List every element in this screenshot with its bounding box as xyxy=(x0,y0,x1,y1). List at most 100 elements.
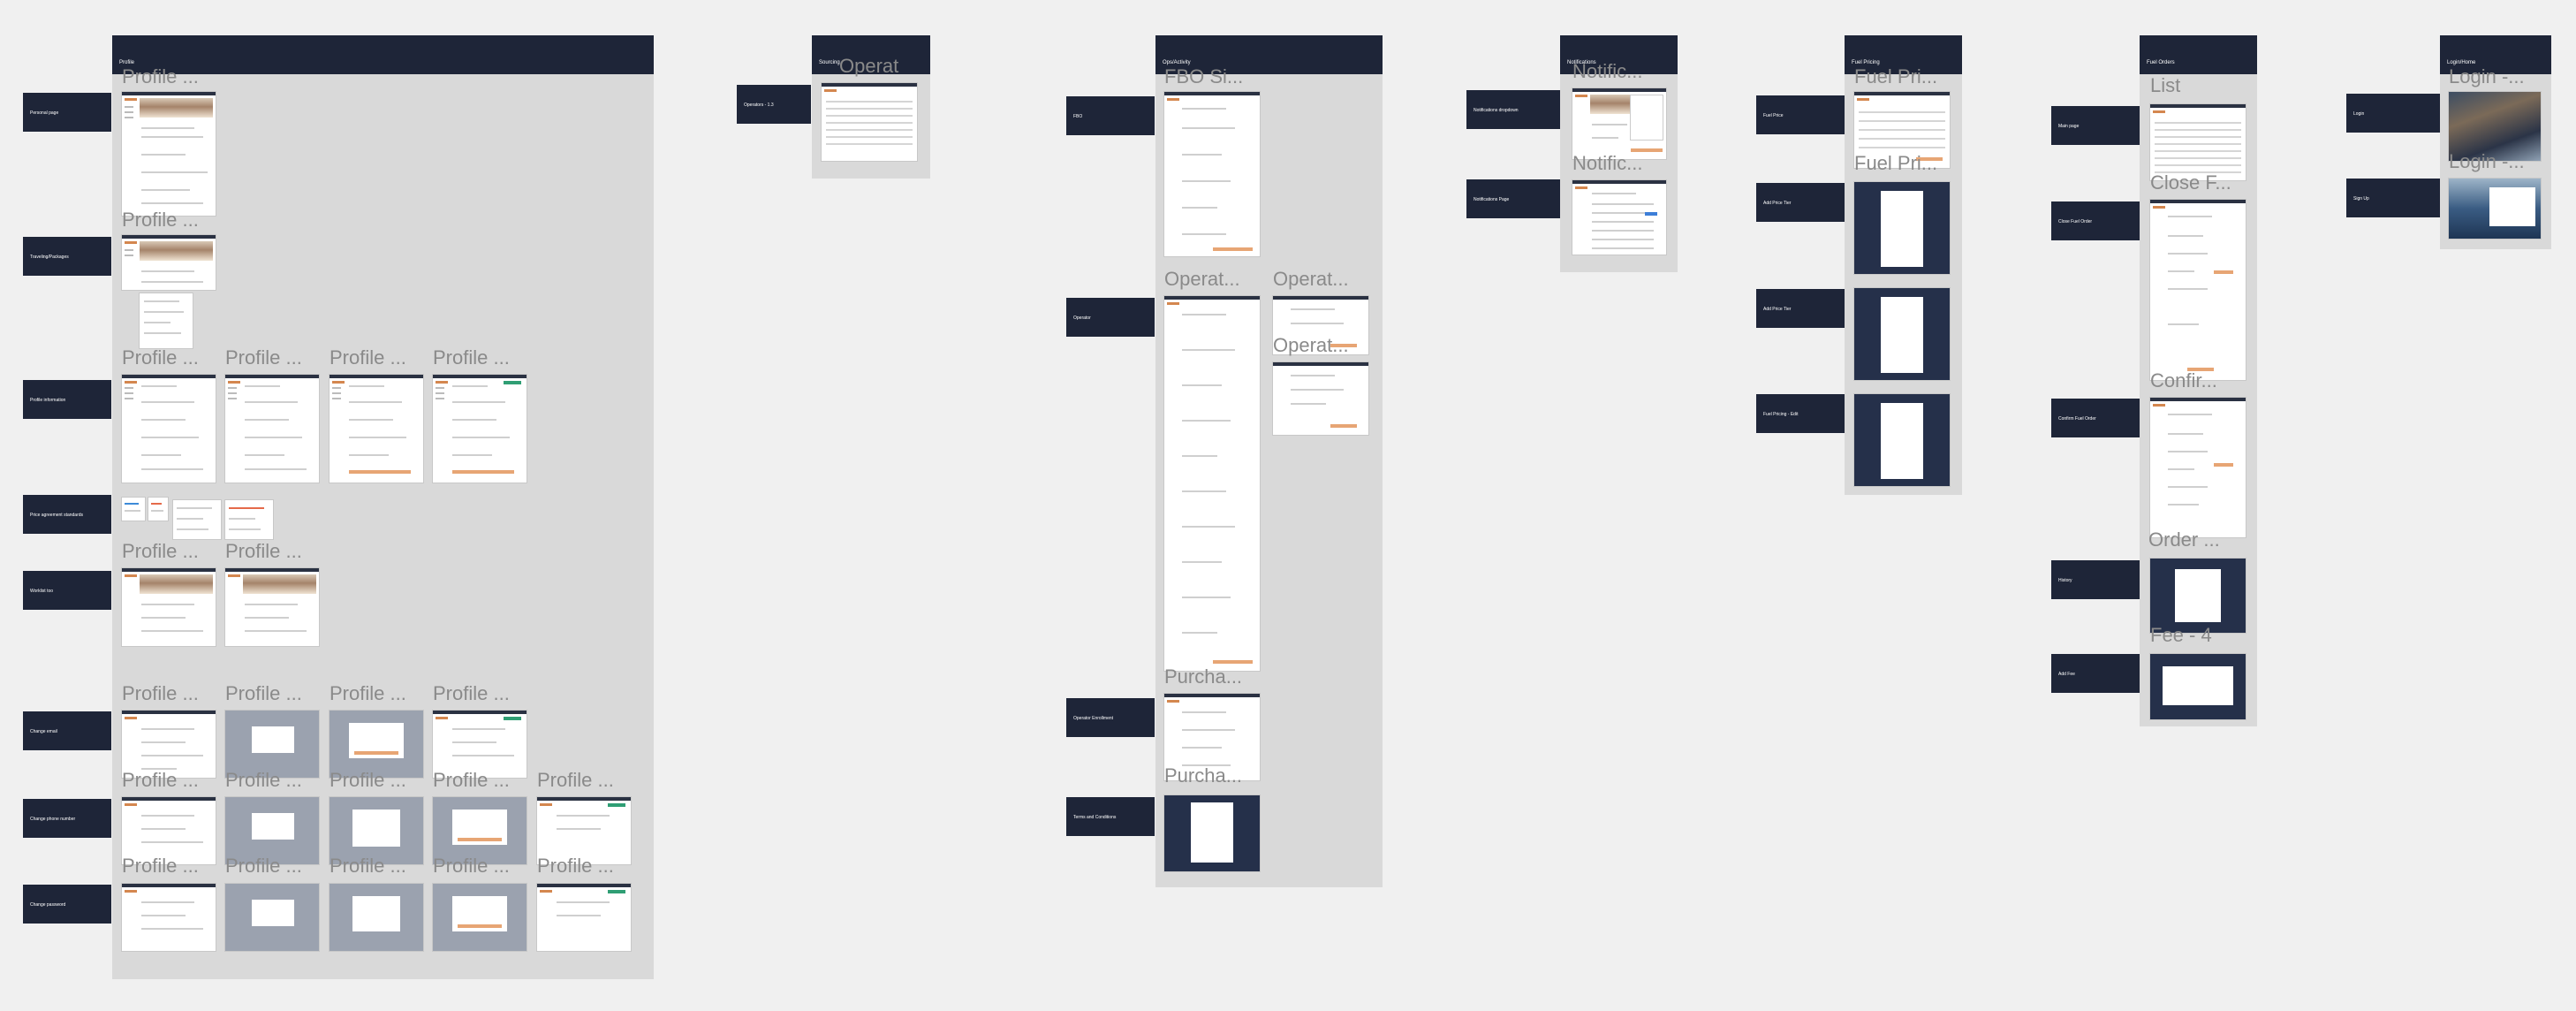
screen-thumbnail[interactable] xyxy=(122,235,216,290)
screen-thumbnail[interactable] xyxy=(2449,179,2541,239)
screen-thumbnail[interactable] xyxy=(433,375,527,483)
frame-title: Login -... xyxy=(2449,65,2525,87)
screen-thumbnail[interactable] xyxy=(1164,795,1260,871)
frame-title: Profile ... xyxy=(122,65,199,87)
screen-thumbnail[interactable] xyxy=(433,797,527,864)
frame-title: Profile ... xyxy=(122,682,199,704)
screen-thumbnail[interactable] xyxy=(1273,362,1368,435)
screen-thumbnail[interactable] xyxy=(822,83,917,161)
screen-thumbnail[interactable] xyxy=(122,92,216,216)
screen-thumbnail[interactable] xyxy=(1854,288,1950,380)
section-header[interactable]: Notifications xyxy=(1560,35,1678,74)
frame-title: Profile ... xyxy=(433,682,510,704)
screen-thumbnail[interactable] xyxy=(330,884,423,951)
screen-thumbnail[interactable] xyxy=(122,568,216,646)
screen-thumbnail[interactable] xyxy=(537,797,631,864)
screen-thumbnail[interactable] xyxy=(225,884,319,951)
screen-thumbnail[interactable] xyxy=(2150,559,2246,633)
screen-thumbnail[interactable] xyxy=(140,293,193,348)
section-title: Fuel Orders xyxy=(2147,60,2175,65)
label-worklist[interactable]: Worklist too xyxy=(23,571,111,610)
screen-thumbnail[interactable] xyxy=(1572,88,1666,159)
screen-thumbnail[interactable] xyxy=(1164,92,1260,256)
screen-thumbnail[interactable] xyxy=(1164,296,1260,671)
label-operator-enrollment[interactable]: Operator Enrollment xyxy=(1066,698,1155,737)
screen-thumbnail[interactable] xyxy=(122,711,216,778)
screen-thumbnail[interactable] xyxy=(433,884,527,951)
frame-title: Operat... xyxy=(1164,268,1240,290)
section-header[interactable]: Profile xyxy=(112,35,654,74)
screen-thumbnail[interactable] xyxy=(1854,182,1950,274)
label-history[interactable]: History xyxy=(2051,560,2140,599)
label-price-agreement[interactable]: Price agreement standards xyxy=(23,495,111,534)
label-notifications-page[interactable]: Notifications Page xyxy=(1466,179,1560,218)
label-fbo[interactable]: FBO xyxy=(1066,96,1155,135)
label-terms[interactable]: Terms and Conditions xyxy=(1066,797,1155,836)
frame-title: Profile ... xyxy=(330,346,406,369)
label-change-password[interactable]: Change password xyxy=(23,885,111,924)
label-login[interactable]: Login xyxy=(2346,94,2440,133)
screen-thumbnail[interactable] xyxy=(122,498,145,521)
frame-title: Order ... xyxy=(2148,528,2220,551)
label-personal-page[interactable]: Personal page xyxy=(23,93,111,132)
screen-thumbnail[interactable] xyxy=(1572,180,1666,255)
section-header[interactable]: Ops/Activity xyxy=(1155,35,1383,74)
frame-title: Profile ... xyxy=(225,769,302,791)
label-add-fee[interactable]: Add Fee xyxy=(2051,654,2140,693)
label-change-phone[interactable]: Change phone number xyxy=(23,799,111,838)
frame-title: Profile ... xyxy=(122,769,199,791)
frame-title: Notific... xyxy=(1572,152,1643,174)
screen-thumbnail[interactable] xyxy=(2150,104,2246,180)
label-add-price-tier-2[interactable]: Add Price Tier xyxy=(1756,289,1845,328)
screen-thumbnail[interactable] xyxy=(330,375,423,483)
label-sign-up[interactable]: Sign Up xyxy=(2346,179,2440,217)
screen-thumbnail[interactable] xyxy=(148,498,168,521)
frame-title: Purcha... xyxy=(1164,665,1243,688)
screen-thumbnail[interactable] xyxy=(225,797,319,864)
frame-title: Profile ... xyxy=(225,682,302,704)
label-traveling-packages[interactable]: Traveling/Packages xyxy=(23,237,111,276)
screen-thumbnail[interactable] xyxy=(225,500,273,539)
section-header[interactable]: Fuel Pricing xyxy=(1845,35,1962,74)
screen-thumbnail[interactable] xyxy=(330,711,423,778)
label-close-fuel-order[interactable]: Close Fuel Order xyxy=(2051,201,2140,240)
screen-thumbnail[interactable] xyxy=(1854,394,1950,486)
label-profile-information[interactable]: Profile information xyxy=(23,380,111,419)
label-fuel-pricing-edit[interactable]: Fuel Pricing - Edit xyxy=(1756,394,1845,433)
frame-title: Profile ... xyxy=(330,769,406,791)
screen-thumbnail[interactable] xyxy=(122,375,216,483)
frame-title: Profile ... xyxy=(330,855,406,877)
screen-thumbnail[interactable] xyxy=(1854,92,1950,168)
label-main-page[interactable]: Main page xyxy=(2051,106,2140,145)
label-add-price-tier[interactable]: Add Price Tier xyxy=(1756,183,1845,222)
screen-thumbnail[interactable] xyxy=(225,375,319,483)
screen-thumbnail[interactable] xyxy=(1273,296,1368,354)
screen-thumbnail[interactable] xyxy=(173,500,221,539)
screen-thumbnail[interactable] xyxy=(122,884,216,951)
section-header[interactable]: Fuel Orders xyxy=(2140,35,2257,74)
frame-title: Operat... xyxy=(1273,334,1349,356)
screen-thumbnail[interactable] xyxy=(330,797,423,864)
frame-title: Operat... xyxy=(1273,268,1349,290)
section-header[interactable]: Sourcing xyxy=(812,35,930,74)
screen-thumbnail[interactable] xyxy=(225,711,319,778)
screen-thumbnail[interactable] xyxy=(225,568,319,646)
screen-thumbnail[interactable] xyxy=(2150,200,2246,380)
label-operators[interactable]: Operators - 1.3 xyxy=(737,85,811,124)
frame-title: Close F... xyxy=(2150,171,2231,194)
label-change-email[interactable]: Change email xyxy=(23,711,111,750)
screen-thumbnail[interactable] xyxy=(1164,694,1260,780)
screen-thumbnail[interactable] xyxy=(433,711,527,778)
screen-thumbnail[interactable] xyxy=(122,797,216,864)
section-header[interactable]: Login/Home xyxy=(2440,35,2551,74)
screen-thumbnail[interactable] xyxy=(2150,398,2246,537)
frame-title: Notific... xyxy=(1572,60,1643,82)
screen-thumbnail[interactable] xyxy=(537,884,631,951)
screen-thumbnail[interactable] xyxy=(2449,92,2541,161)
section-title: Notifications xyxy=(1567,60,1596,65)
screen-thumbnail[interactable] xyxy=(2150,654,2246,719)
label-operator[interactable]: Operator xyxy=(1066,298,1155,337)
label-fuel-price[interactable]: Fuel Price xyxy=(1756,95,1845,134)
label-notifications-dropdown[interactable]: Notifications dropdown xyxy=(1466,90,1560,129)
label-confirm-fuel-order[interactable]: Confirm Fuel Order xyxy=(2051,399,2140,437)
